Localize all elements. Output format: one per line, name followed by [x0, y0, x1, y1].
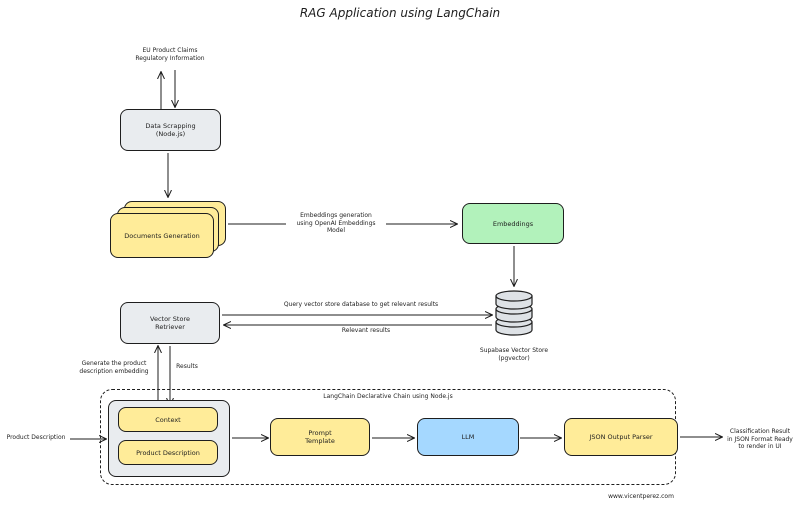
- diagram-title: RAG Application using LangChain: [299, 6, 501, 20]
- node-documents-generation: Documents Generation: [110, 213, 214, 258]
- node-data-scrapping: Data Scrapping (Node.js): [120, 109, 221, 151]
- label-generate-embedding: Generate the product description embeddi…: [79, 360, 149, 375]
- label-vector-store-db: Supabase Vector Store (pgvector): [479, 347, 549, 362]
- label-results: Results: [176, 363, 198, 370]
- node-prompt-template: Prompt Template: [270, 418, 370, 456]
- label-relevant-results: Relevant results: [341, 327, 391, 334]
- node-product-description: Product Description: [118, 440, 218, 465]
- label-product-description-input: Product Description: [6, 434, 66, 441]
- label-source-data: EU Product Claims Regulatory Information: [135, 47, 205, 62]
- node-context: Context: [118, 407, 218, 432]
- node-vector-store-retriever: Vector Store Retriever: [120, 302, 220, 344]
- label-embeddings-generation: Embeddings generation using OpenAI Embed…: [286, 212, 386, 235]
- node-json-output-parser: JSON Output Parser: [564, 418, 678, 456]
- node-embeddings: Embeddings: [462, 203, 564, 244]
- credit-text: www.vicentperez.com: [608, 493, 674, 500]
- label-chain-title: LangChain Declarative Chain using Node.j…: [323, 393, 453, 400]
- label-query-vector-store: Query vector store database to get relev…: [283, 301, 439, 308]
- database-icon: [495, 290, 533, 336]
- node-llm: LLM: [417, 418, 519, 456]
- label-classification-result: Classification Result in JSON Format Rea…: [727, 428, 793, 450]
